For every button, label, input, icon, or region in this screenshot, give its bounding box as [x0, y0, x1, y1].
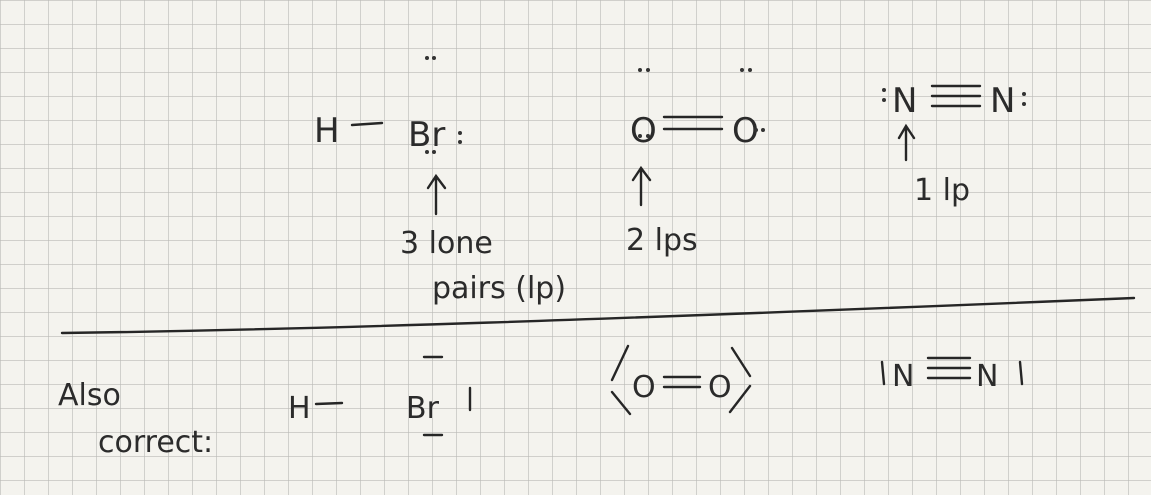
hbr-single-bond — [350, 121, 384, 127]
n2-alt-right-lone-pair — [1018, 360, 1024, 386]
hbr-alt-bond — [314, 401, 344, 406]
o2-alt-left-lone-pairs — [610, 344, 632, 416]
hbr-br-atom: Br — [408, 115, 445, 155]
o2-arrow — [631, 165, 652, 207]
o2-left-atom: O — [630, 111, 657, 151]
o2-structure: O O 2 lps — [626, 68, 765, 258]
hbr-structure: H Br 3 lone pairs (lp) — [314, 56, 566, 306]
hbr-h-atom: H — [314, 111, 340, 151]
also-correct-line2: correct: — [98, 425, 213, 460]
hbr-note-line2: pairs (lp) — [432, 271, 566, 306]
o2-alt-right-atom: O — [708, 370, 732, 405]
o2-alt-structure: O O — [610, 344, 752, 416]
hbr-alt-h-atom: H — [288, 391, 311, 426]
n2-right-atom: N — [990, 81, 1015, 121]
o2-note: 2 lps — [626, 223, 698, 258]
hbr-alt-br-atom: Br — [406, 391, 440, 426]
n2-structure: N N 1 lp — [882, 81, 1026, 208]
hbr-alt-structure: H Br — [288, 355, 472, 437]
n2-right-lone-pair — [1022, 92, 1026, 106]
n2-alt-left-atom: N — [892, 359, 914, 394]
n2-alt-left-lone-pair — [880, 360, 886, 386]
also-correct-line1: Also — [58, 378, 121, 413]
also-correct-label: Also correct: — [58, 378, 213, 460]
hbr-arrow — [426, 173, 447, 216]
o2-lone-pair-dots — [638, 68, 765, 138]
n2-left-atom: N — [892, 81, 917, 121]
section-divider — [60, 296, 1136, 335]
n2-note: 1 lp — [914, 173, 970, 208]
n2-alt-right-atom: N — [976, 359, 998, 394]
o2-alt-right-lone-pairs — [728, 346, 752, 414]
n2-left-lone-pair — [882, 88, 886, 102]
hbr-note-line1: 3 lone — [400, 226, 493, 261]
o2-alt-left-atom: O — [632, 370, 656, 405]
n2-alt-structure: N N — [880, 356, 1024, 394]
n2-arrow — [897, 123, 916, 162]
br-lone-pair-dots — [425, 56, 462, 154]
